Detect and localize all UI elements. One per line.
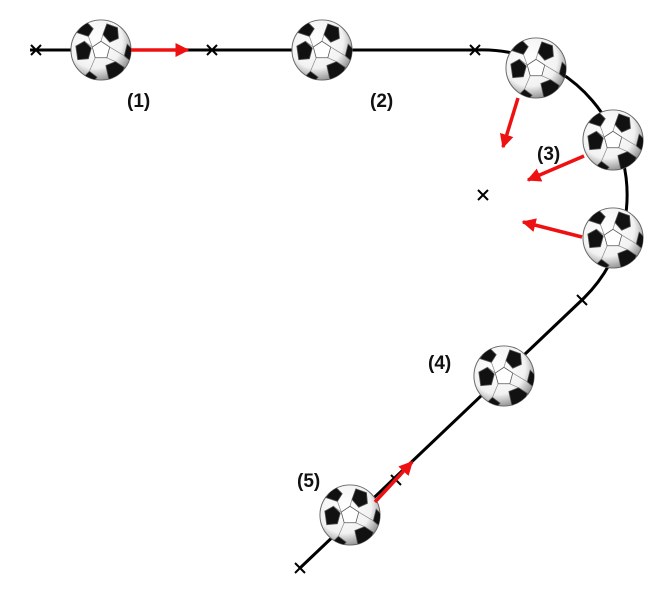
soccer-ball-icon: [506, 38, 568, 102]
cross-marker-icon: [469, 44, 481, 56]
stage-label-5: (5): [297, 471, 320, 492]
cross-marker-icon: [206, 44, 218, 56]
stage-label-1: (1): [127, 91, 150, 112]
stage-label-3: (3): [537, 144, 560, 165]
soccer-ball-icon: [292, 20, 354, 84]
cross-marker-icon: [30, 44, 42, 56]
acceleration-arrow: [521, 218, 583, 239]
center-cross-marker-icon: [477, 189, 489, 201]
cross-marker-icon: [576, 294, 588, 306]
trajectory-track: [30, 48, 629, 570]
soccer-ball-icon: [71, 20, 133, 84]
soccer-ball-icon: [474, 346, 536, 410]
acceleration-arrow: [526, 154, 585, 182]
soccer-ball-icon: [583, 208, 645, 272]
cross-marker-icon: [294, 562, 306, 574]
velocity-arrow: [373, 460, 414, 504]
stage-label-4: (4): [428, 353, 451, 374]
soccer-ball-icon: [583, 110, 645, 174]
acceleration-arrow: [499, 97, 520, 149]
stage-label-2: (2): [370, 91, 393, 112]
